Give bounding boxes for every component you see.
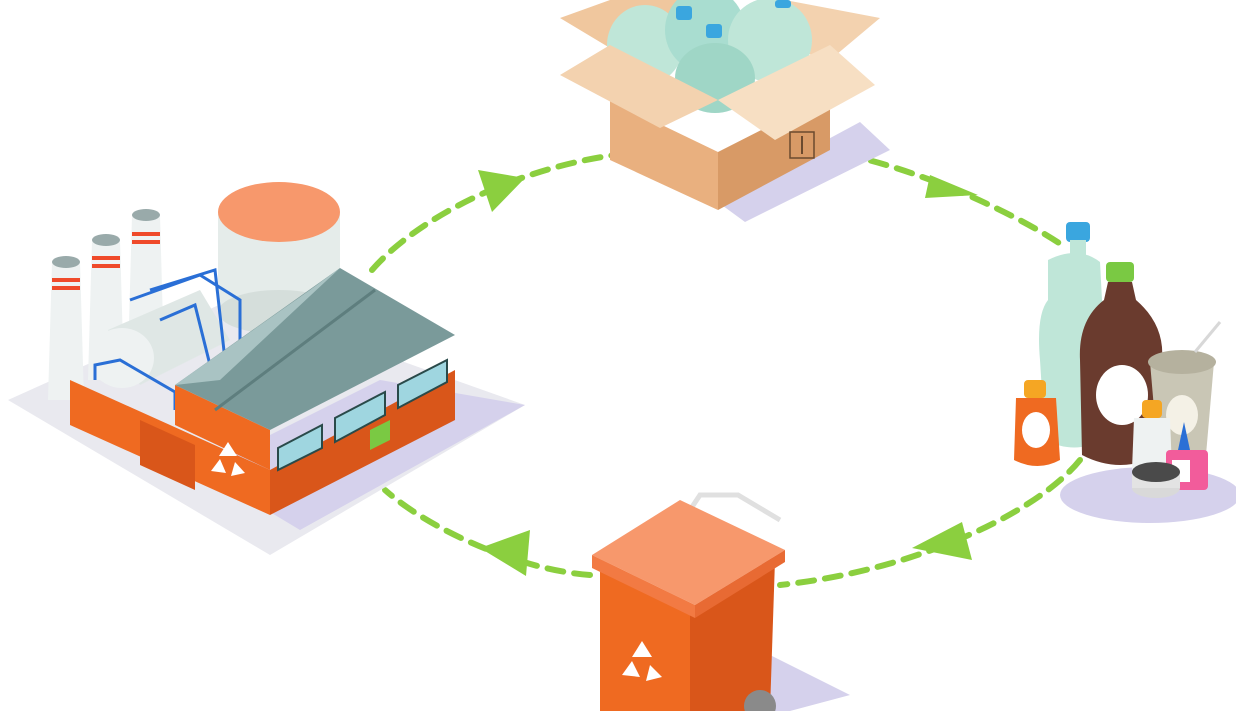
building-front-side — [175, 385, 270, 470]
building-annex — [140, 420, 195, 490]
arrow-head-3 — [912, 522, 972, 560]
arrow-head-1 — [478, 170, 525, 212]
arrow-containers-to-bin — [777, 457, 1083, 588]
arrow-head-2 — [925, 175, 978, 198]
bin-wheel-icon — [744, 690, 776, 711]
jar-icon — [1132, 462, 1180, 498]
used-containers — [1014, 222, 1236, 523]
bin-lid — [592, 500, 785, 605]
factory-recycle-symbol-icon — [211, 442, 245, 476]
bin-lid-edge — [592, 555, 695, 618]
arrow-factory-to-box — [369, 152, 618, 273]
cycle-arrows — [369, 147, 1083, 588]
bin-lid-edge-right — [695, 550, 785, 618]
fragile-label-icon — [789, 131, 815, 159]
building-front-right — [270, 370, 455, 515]
windows — [277, 358, 448, 472]
recycling-factory — [8, 182, 525, 555]
pipes-icon — [93, 268, 242, 410]
orange-bottle-icon — [1014, 380, 1060, 466]
white-bottle-icon — [1132, 400, 1172, 474]
box-flap-front-left — [560, 45, 718, 128]
box-front-left — [610, 100, 718, 210]
roof — [175, 268, 455, 430]
arrow-bin-to-factory — [382, 487, 593, 578]
recycle-symbol-icon — [622, 641, 662, 681]
arrow-heads — [478, 170, 978, 576]
roof-ridges — [214, 288, 376, 412]
recycling-bin — [592, 492, 850, 711]
factory-door — [370, 420, 390, 450]
box-of-bottles — [560, 0, 890, 222]
arrow-head-4 — [480, 530, 530, 576]
box-shadow — [715, 122, 890, 222]
box-flap-front-right — [718, 45, 875, 140]
bin-handle — [687, 492, 782, 523]
tank-icon — [90, 290, 230, 388]
silo-icon — [218, 182, 340, 334]
